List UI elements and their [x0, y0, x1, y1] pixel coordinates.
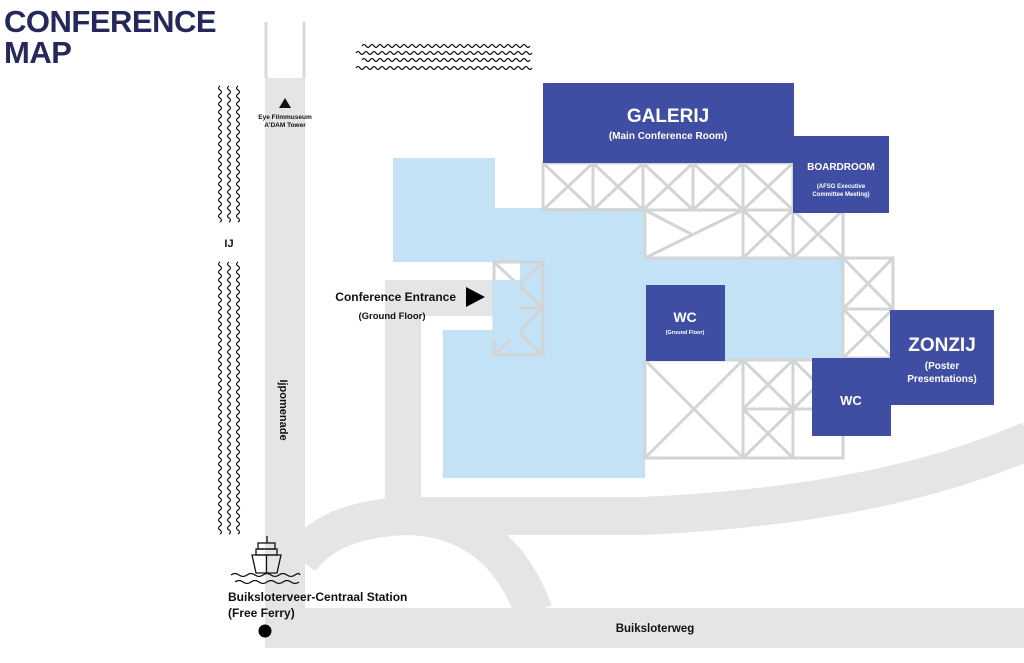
room-subtitle: Committee Meeting)	[812, 192, 869, 198]
wave-line	[226, 85, 232, 223]
room-galerij[interactable]: GALERIJ (Main Conference Room)	[543, 83, 794, 163]
landmark-label: A'DAM Tower	[264, 122, 306, 129]
road-arch	[284, 496, 552, 619]
road-ijpomenade	[265, 78, 305, 648]
wave-line	[226, 261, 232, 535]
room-name: WC	[673, 309, 696, 325]
floor-patch	[493, 280, 520, 340]
room-wc-ground-floor[interactable]: WC (Ground Floor)	[646, 285, 725, 361]
location-dot-icon	[258, 624, 272, 638]
water-waves-left	[217, 85, 241, 535]
wave-line	[361, 43, 531, 49]
ground-floor-area	[393, 158, 843, 478]
ferry-label: Buiksloterveer-Centraal Station	[228, 590, 407, 604]
wave-line	[355, 65, 533, 71]
roads	[264, 22, 1024, 648]
title-line-2: MAP	[4, 35, 72, 70]
wave-line	[235, 85, 241, 223]
room-name: BOARDROOM	[807, 162, 875, 173]
water-label-ij: IJ	[224, 238, 233, 250]
wave-line	[217, 261, 223, 535]
road-buiksloterweg	[265, 608, 1024, 648]
arrow-right-icon	[466, 287, 485, 307]
page-title: CONFERENCE MAP	[4, 4, 217, 70]
room-subtitle: (AFSG Executive	[817, 184, 866, 190]
wave-line	[361, 57, 531, 63]
wave-line	[235, 261, 241, 535]
road-curve-east	[400, 422, 1024, 535]
entrance-sublabel: (Ground Floor)	[358, 311, 425, 322]
room-subtitle: (Main Conference Room)	[609, 131, 727, 142]
title-line-1: CONFERENCE	[4, 4, 217, 39]
room-name: GALERIJ	[627, 106, 709, 127]
room-name: WC	[840, 393, 862, 408]
road-entrance-vertical	[385, 280, 421, 510]
entrance-label: Conference Entrance	[335, 290, 456, 304]
ferry-sublabel: (Free Ferry)	[228, 606, 295, 620]
room-boardroom[interactable]: BOARDROOM (AFSG Executive Committee Meet…	[793, 136, 889, 213]
room-name: ZONZIJ	[908, 335, 976, 356]
conference-entrance[interactable]: Conference Entrance (Ground Floor)	[335, 287, 485, 322]
ferry-icon	[230, 536, 301, 585]
street-label-ijpomenade: Ijpomenade	[277, 379, 289, 440]
room-zonzij[interactable]: ZONZIJ (Poster Presentations)	[890, 310, 994, 405]
wave-line	[217, 85, 223, 223]
ferry-station[interactable]: Buiksloterveer-Centraal Station (Free Fe…	[228, 536, 407, 638]
wave-line	[355, 50, 533, 56]
room-wc[interactable]: WC	[812, 358, 891, 436]
street-label-buiksloterweg: Buiksloterweg	[616, 623, 695, 635]
room-subtitle: (Ground Floor)	[666, 330, 705, 336]
room-subtitle: Presentations)	[907, 374, 976, 385]
room-subtitle: (Poster	[925, 361, 960, 372]
triangle-marker-icon	[279, 98, 291, 108]
landmark-eye-filmmuseum[interactable]: Eye Filmmuseum A'DAM Tower	[258, 98, 312, 129]
landmark-label: Eye Filmmuseum	[258, 114, 312, 121]
water-waves-top	[355, 43, 533, 71]
